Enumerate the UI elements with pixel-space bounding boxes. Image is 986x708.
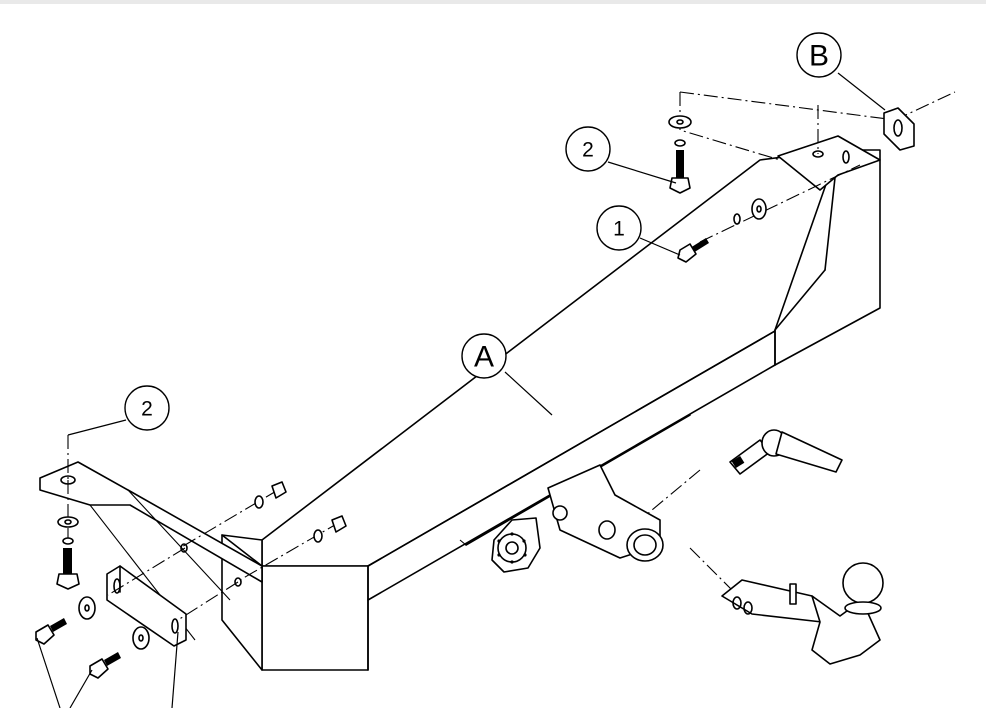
callout-a: A — [461, 333, 507, 379]
lock-handle — [729, 429, 843, 475]
callout-1: 1 — [596, 205, 642, 251]
receiver-socket — [491, 464, 664, 573]
leader-lines — [36, 72, 886, 708]
callout-b: B — [796, 32, 842, 78]
bolt-2-upper — [676, 150, 684, 178]
bolt-2-lower — [63, 548, 72, 574]
callout-2-lower-label: 2 — [141, 398, 153, 421]
nut-left-1 — [271, 481, 287, 499]
callout-2-lower: 2 — [124, 385, 170, 431]
callout-2-upper: 2 — [565, 126, 611, 172]
callout-a-label: A — [474, 341, 494, 374]
callout-2-upper-label: 2 — [582, 139, 594, 162]
bolt-1 — [690, 238, 709, 253]
top-border — [0, 0, 986, 4]
callout-b-label: B — [809, 40, 829, 73]
nut-left-2 — [331, 515, 347, 533]
tow-ball — [721, 562, 884, 665]
callout-1-label: 1 — [613, 218, 625, 241]
plate-b — [883, 107, 915, 151]
left-plate — [106, 565, 187, 647]
hardware — [35, 115, 767, 679]
